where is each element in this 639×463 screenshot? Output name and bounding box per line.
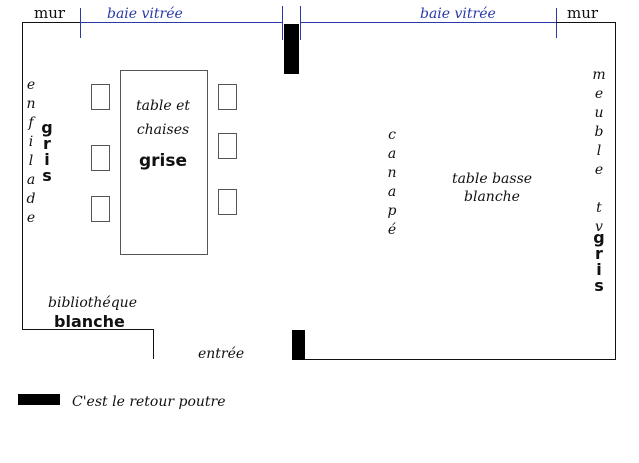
wall-label-right: mur [567,4,599,22]
entrance-label: entrée [198,346,245,362]
dining-table [120,70,208,255]
wall-bottom-right [305,359,616,360]
window-right-tick-start [300,6,301,40]
chair-left-2 [91,145,110,171]
wall-top-left [22,22,80,23]
window-left-tick-start [80,8,81,38]
legend-beam-swatch [18,394,60,405]
chair-left-1 [91,84,110,110]
window-label-left: baie vitrée [107,6,183,22]
window-left-tick-end [282,6,283,40]
wall-label-left: mur [34,4,66,22]
window-left-line [80,22,282,23]
chair-right-2 [218,133,237,159]
chair-left-3 [91,196,110,222]
wall-right [615,22,616,360]
window-right-line [300,22,556,23]
wall-bottom-left [22,329,153,330]
bookcase-label: bibliothéque [48,295,137,311]
coffee-table-label: table basse blanche [451,171,533,205]
chair-right-3 [218,189,237,215]
wall-left [22,22,23,330]
beam-top [284,24,299,74]
chair-right-1 [218,84,237,110]
window-right-tick-end [556,8,557,38]
dining-table-color: grise [138,151,188,171]
bookcase-color: blanche [54,312,125,331]
wall-top-right [556,22,616,23]
beam-bottom [292,330,305,360]
dining-table-label: table et chaises [135,98,191,138]
wall-entrance-jamb [153,329,154,359]
window-label-right: baie vitrée [420,6,496,22]
legend-beam-label: C'est le retour poutre [72,394,226,410]
